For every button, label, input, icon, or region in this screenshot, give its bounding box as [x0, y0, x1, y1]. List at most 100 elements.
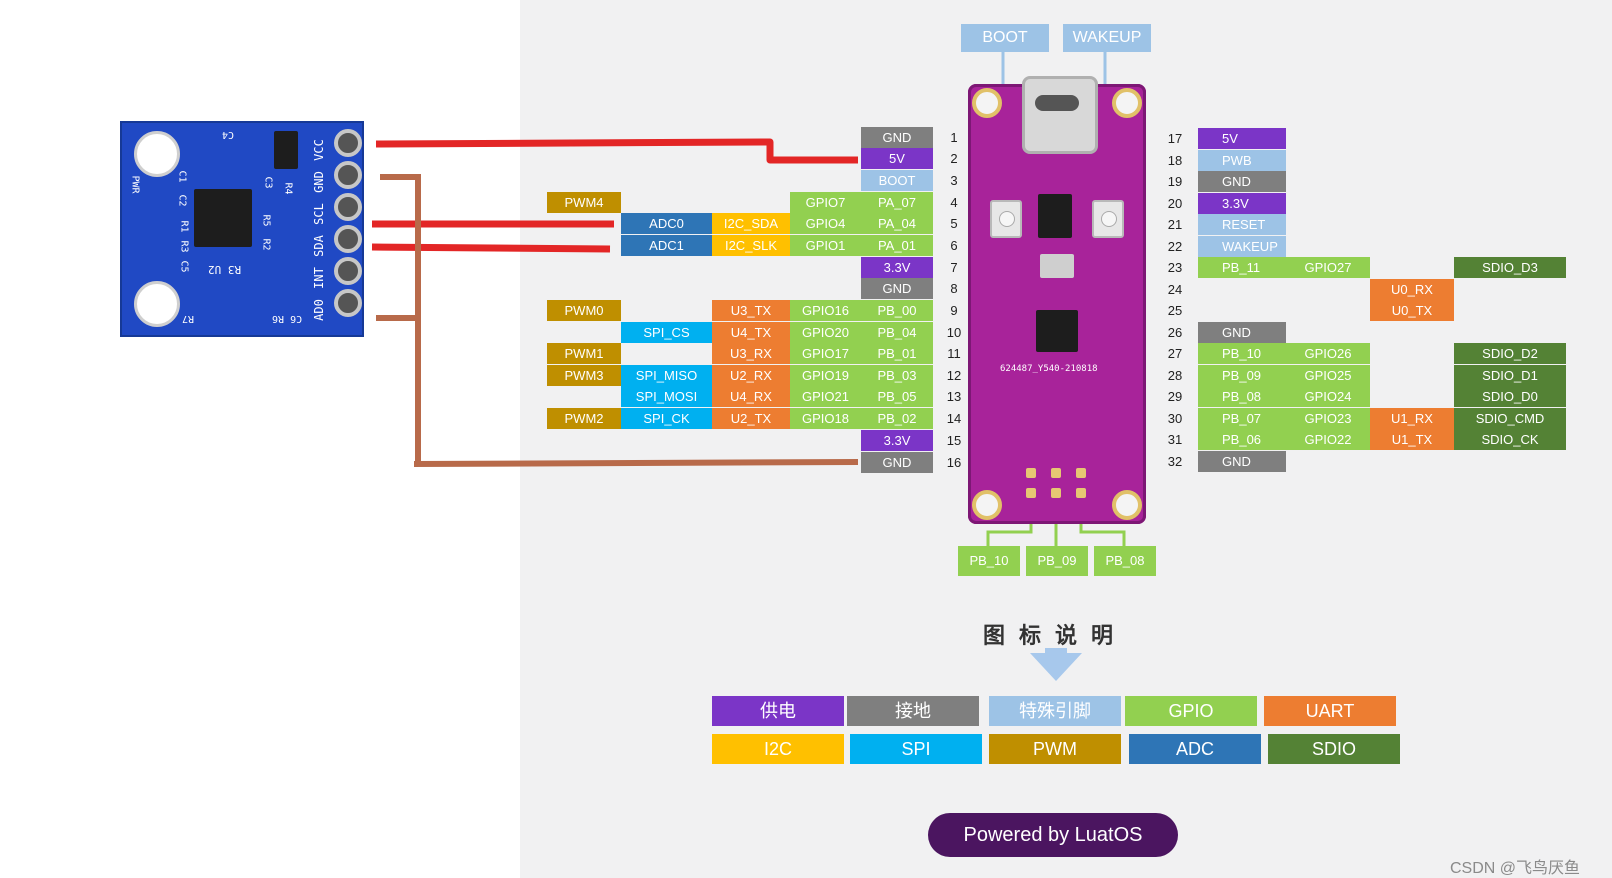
gpio-label: GPIO21 [790, 386, 861, 407]
pin-number: 17 [1167, 131, 1183, 146]
pin-label: 3.3V [861, 430, 933, 451]
watermark: CSDN @飞鸟厌鱼 [1450, 860, 1581, 877]
gpio-label: GPIO16 [790, 300, 861, 321]
pin-label: PB_11 [1198, 257, 1286, 278]
pin-number: 8 [950, 281, 958, 296]
wakeup-top-label: WAKEUP [1063, 24, 1151, 52]
pin-number: 27 [1167, 346, 1183, 361]
legend-item-adc: ADC [1129, 734, 1261, 764]
pin-number: 9 [950, 303, 958, 318]
pwm-label: PWM2 [547, 408, 621, 429]
pin-label: PB_08 [1198, 386, 1286, 407]
spi-label: SPI_MOSI [621, 386, 712, 407]
sensor-pin-label: GND [311, 171, 326, 193]
led-label: PB_09 [1026, 546, 1088, 576]
mount-hole [134, 281, 180, 327]
header-pin [334, 129, 362, 157]
sensor-silk: R2 [260, 238, 272, 251]
sensor-silk: C2 [176, 194, 188, 207]
corner-hole [972, 88, 1002, 118]
led-label: PB_08 [1094, 546, 1156, 576]
sensor-chip [194, 189, 252, 247]
board-model-silk: 624487_Y540-210818 [1000, 364, 1098, 374]
sensor-silk: R1 [178, 220, 190, 233]
spi-label: SPI_CS [621, 322, 712, 343]
pin-number: 15 [946, 433, 962, 448]
down-arrow-icon [1030, 653, 1082, 681]
gpio-label: GPIO20 [790, 322, 861, 343]
pin-label: PWB [1198, 150, 1286, 171]
pin-number: 6 [950, 238, 958, 253]
led-pad [1026, 488, 1036, 498]
crystal [1040, 254, 1074, 278]
wire-5v [375, 138, 858, 164]
sdio-label: SDIO_D0 [1454, 386, 1566, 407]
pin-number: 13 [946, 389, 962, 404]
corner-hole [1112, 88, 1142, 118]
legend-item-sdio: SDIO [1268, 734, 1400, 764]
uart-label: U4_TX [712, 322, 790, 343]
mount-hole [134, 131, 180, 177]
usb-c-connector [1022, 76, 1098, 154]
legend-item-spi: SPI [850, 734, 982, 764]
usb-port [1035, 95, 1079, 111]
sensor-silk: C1 [176, 170, 188, 183]
regulator-chip [1038, 194, 1072, 238]
i2c-label: I2C_SDA [712, 213, 790, 234]
pin-number: 25 [1167, 303, 1183, 318]
header-pin [334, 193, 362, 221]
pin-label: PB_09 [1198, 365, 1286, 386]
boot-top-label: BOOT [961, 24, 1049, 52]
boot-button[interactable] [990, 200, 1022, 238]
pin-number: 22 [1167, 239, 1183, 254]
air101-board: 624487_Y540-210818 [968, 76, 1146, 524]
gpio-label: GPIO19 [790, 365, 861, 386]
sensor-silk: C4 [222, 129, 235, 140]
pin-label: PA_01 [861, 235, 933, 256]
pwm-label: PWM1 [547, 343, 621, 364]
pwm-label: PWM4 [547, 192, 621, 213]
wire-gnd-c [413, 459, 859, 467]
adc-label: ADC1 [621, 235, 712, 256]
legend-item-special: 特殊引脚 [989, 696, 1121, 726]
mpu-sensor-module: VCC GND SCL SDA INT AD0 PWR C1 R1 R3 C5 … [120, 121, 364, 337]
legend-item-pwm: PWM [989, 734, 1121, 764]
pin-label: BOOT [861, 170, 933, 191]
gpio-label: GPIO7 [790, 192, 861, 213]
pin-label: 3.3V [861, 257, 933, 278]
header-pin [334, 161, 362, 189]
pin-label: PB_07 [1198, 408, 1286, 429]
legend-item-power: 供电 [712, 696, 844, 726]
sensor-pin-label: AD0 [311, 299, 326, 321]
header-pin [334, 225, 362, 253]
pin-number: 21 [1167, 217, 1183, 232]
pin-label: PB_00 [861, 300, 933, 321]
sdio-label: SDIO_D1 [1454, 365, 1566, 386]
pin-number: 29 [1167, 389, 1183, 404]
pin-number: 14 [946, 411, 962, 426]
sensor-silk: R5 [260, 214, 272, 227]
pin-label: PB_01 [861, 343, 933, 364]
sensor-pin-label: SCL [311, 203, 326, 225]
mcu-chip [1036, 310, 1078, 352]
pin-number: 24 [1167, 282, 1183, 297]
header-pin [334, 257, 362, 285]
pin-number: 12 [946, 368, 962, 383]
pin-label: RESET [1198, 214, 1286, 235]
uart-label: U0_RX [1370, 279, 1454, 300]
pin-number: 16 [946, 455, 962, 470]
gpio-label: GPIO18 [790, 408, 861, 429]
wakeup-button[interactable] [1092, 200, 1124, 238]
legend-item-ground: 接地 [847, 696, 979, 726]
pin-label: WAKEUP [1198, 236, 1286, 257]
gpio-label: GPIO23 [1286, 408, 1370, 429]
pin-number: 1 [950, 130, 958, 145]
pin-label: 3.3V [1198, 193, 1286, 214]
pin-number: 2 [950, 151, 958, 166]
led-pad [1026, 468, 1036, 478]
pin-label: PA_07 [861, 192, 933, 213]
pin-label: PB_06 [1198, 429, 1286, 450]
pin-number: 26 [1167, 325, 1183, 340]
pin-number: 11 [947, 346, 961, 361]
pin-label: PB_03 [861, 365, 933, 386]
